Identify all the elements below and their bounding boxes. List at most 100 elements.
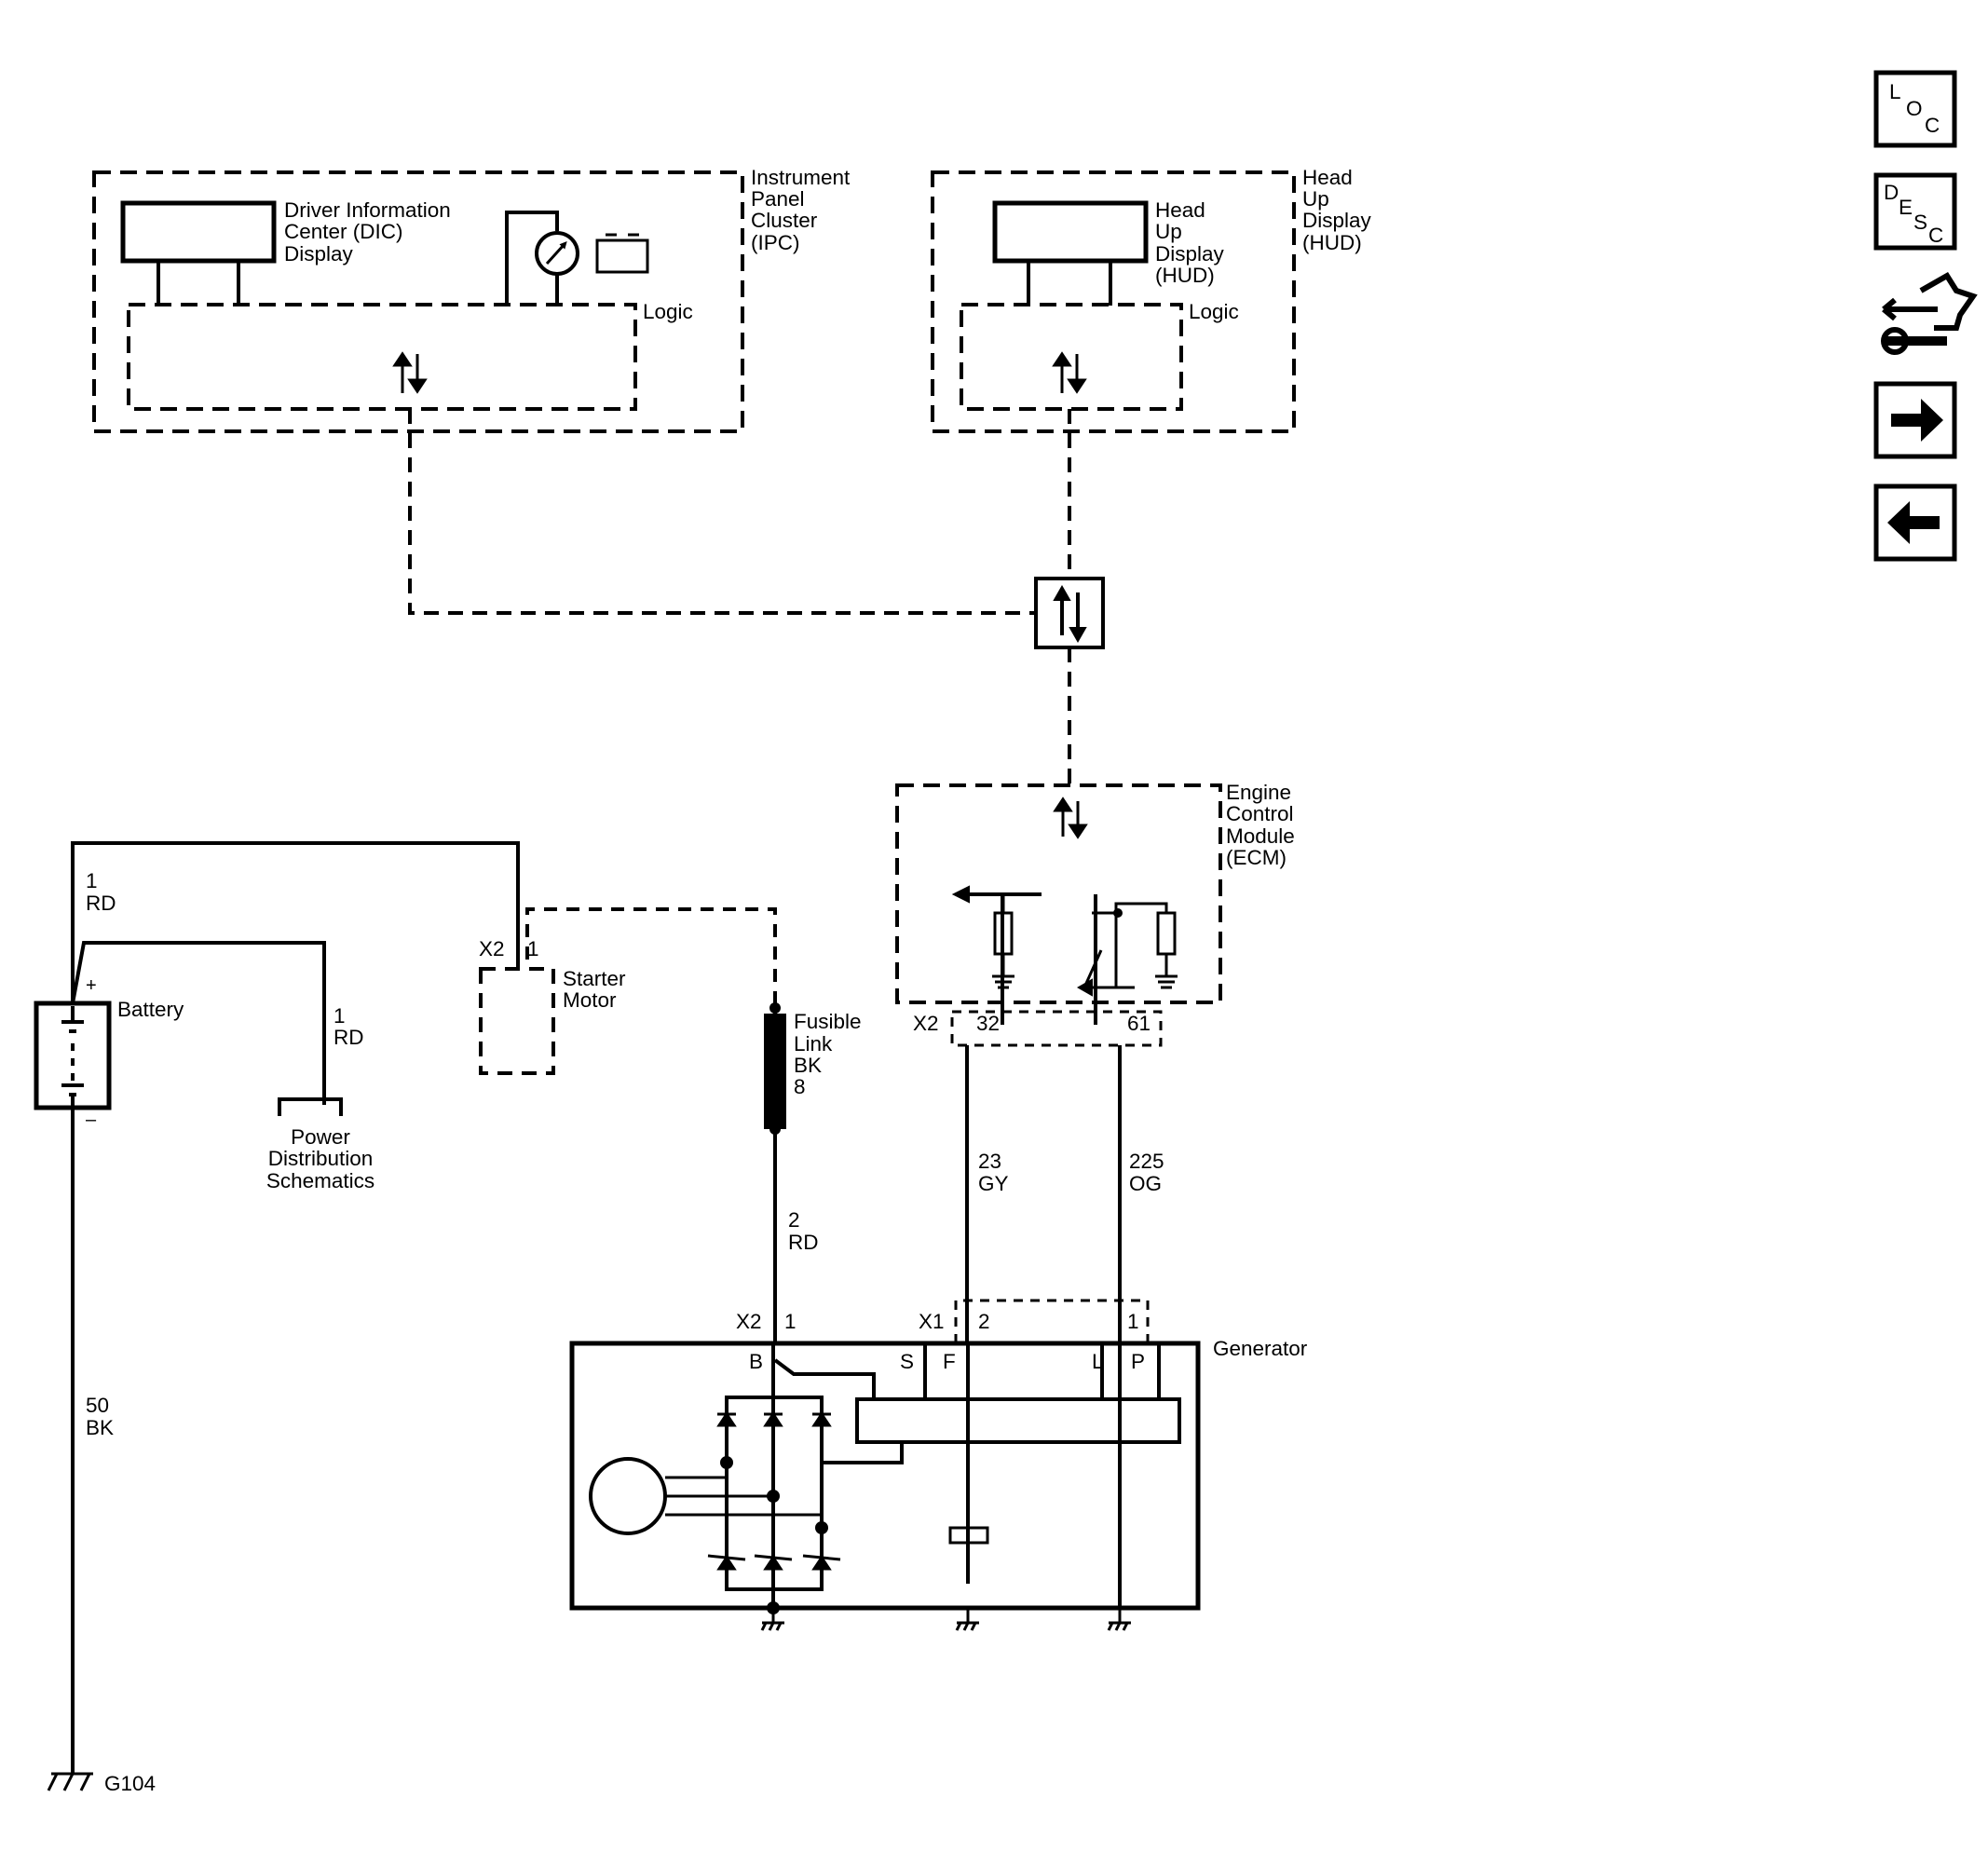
svg-text:E: E (1899, 196, 1913, 219)
fusible-link-label-line: Link (794, 1032, 833, 1055)
diagnostic-tools-icon (1881, 271, 1978, 355)
serial-data-splice (1034, 577, 1105, 649)
starter-connector-label: X2 (479, 937, 505, 960)
ecm-title-line: Control (1226, 802, 1294, 825)
generator-control-wires (954, 1045, 1150, 1343)
previous-page-button[interactable] (1873, 483, 1957, 562)
generator (569, 1341, 1201, 1614)
dic-label-line: Center (DIC) (284, 220, 403, 243)
hud-title-line: Display (1302, 209, 1372, 232)
ground-label: G104 (104, 1772, 156, 1795)
wire-circuit-label: 2 (788, 1208, 800, 1232)
wire-circuit-label: 50 (86, 1394, 109, 1417)
hud-logic-label: Logic (1189, 300, 1239, 323)
power-distribution-link[interactable]: Power (291, 1125, 350, 1149)
ecm-title-line: (ECM) (1226, 846, 1287, 869)
previous-page-icon (1887, 501, 1940, 544)
hud-title-line: (HUD) (1302, 231, 1362, 254)
wire-color-label: OG (1129, 1172, 1162, 1195)
ipc-title-line: Panel (751, 187, 805, 211)
ipc-serial-data-arrows (392, 351, 428, 394)
wire-circuit-label: 23 (978, 1150, 1001, 1173)
wire-color-label: RD (788, 1231, 819, 1254)
battery-ground-wire (47, 1108, 93, 1791)
ecm-title-line: Module (1226, 824, 1295, 848)
generator-terminal-label: P (1131, 1350, 1145, 1373)
generator-label: Generator (1213, 1337, 1308, 1360)
ipc-title-line: Cluster (751, 209, 818, 232)
battery (34, 1001, 112, 1110)
generator-pin-label: 2 (978, 1310, 990, 1333)
battery-label: Battery (117, 998, 184, 1021)
wire-color-label: GY (978, 1172, 1009, 1195)
starter-label-line: Motor (563, 988, 617, 1012)
dic-label-line: Display (284, 242, 354, 266)
ecm-pin-label: 61 (1127, 1012, 1151, 1035)
head-up-display (931, 170, 1296, 433)
serial-data-bus (408, 409, 1071, 784)
svg-text:C: C (1928, 224, 1943, 247)
svg-text:C: C (1925, 114, 1940, 137)
wire-circuit-label: 1 (334, 1004, 346, 1028)
hud-title-line: Up (1302, 187, 1329, 211)
wire-color-label: RD (86, 892, 116, 915)
starter-pin-label: 1 (527, 937, 539, 960)
ecm-connector-label: X2 (913, 1012, 939, 1035)
generator-pin-label: 1 (1127, 1310, 1139, 1333)
navigation-panel: L O C D E S C (1873, 70, 1978, 562)
power-distribution-link[interactable]: Distribution (268, 1147, 374, 1170)
power-distribution-link[interactable]: Schematics (266, 1169, 374, 1192)
engine-control-module (895, 783, 1222, 1047)
rectifier-diodes (665, 1411, 841, 1571)
starter-motor (479, 907, 777, 1075)
hud-display-label-line: Head (1155, 198, 1205, 222)
battery-warning-icon (595, 233, 649, 274)
generator-terminal-label: B (749, 1350, 763, 1373)
wire-circuit-label: 1 (86, 869, 98, 892)
gauge-icon (505, 211, 579, 306)
description-button[interactable]: D E S C (1873, 172, 1957, 251)
ipc-logic-label: Logic (643, 300, 693, 323)
fusible-link-label-line: 8 (794, 1075, 806, 1098)
generator-pin-label: 1 (784, 1310, 797, 1333)
next-page-icon (1891, 399, 1943, 442)
ipc-title-line: Instrument (751, 166, 851, 189)
ground-icon (47, 1772, 93, 1791)
description-icon: D (1884, 181, 1899, 204)
svg-text:S: S (1913, 211, 1927, 234)
wire-color-label: BK (86, 1416, 114, 1439)
fusible-link (764, 1002, 786, 1343)
instrument-panel-cluster (92, 170, 744, 433)
dic-label-line: Driver Information (284, 198, 451, 222)
generator-terminal-label: L (1092, 1350, 1104, 1373)
ipc-title-line: (IPC) (751, 231, 800, 254)
generator-connector-label: X2 (736, 1310, 762, 1333)
starter-label-line: Starter (563, 967, 626, 990)
hud-display-label-line: (HUD) (1155, 264, 1215, 287)
wire-circuit-label: 225 (1129, 1150, 1164, 1173)
hud-serial-data-arrows (1052, 351, 1087, 394)
battery-positive-wires (71, 841, 520, 1116)
battery-plus-label: + (86, 975, 97, 996)
fusible-link-label-line: BK (794, 1054, 822, 1077)
component-locator-icon: L (1889, 80, 1901, 103)
ground-icon (1155, 974, 1178, 989)
fusible-link-label-line: Fusible (794, 1010, 862, 1033)
hud-display-label-line: Display (1155, 242, 1225, 266)
generator-connector-label: X1 (919, 1310, 945, 1333)
svg-text:O: O (1906, 97, 1923, 120)
next-page-button[interactable] (1873, 381, 1957, 459)
ground-icon (992, 974, 1014, 989)
generator-terminal-label: S (900, 1350, 914, 1373)
hud-display-label-line: Up (1155, 220, 1182, 243)
generator-terminal-label: F (943, 1350, 956, 1373)
ecm-pin-label: 32 (976, 1012, 1000, 1035)
hud-title-line: Head (1302, 166, 1353, 189)
battery-minus-label: – (86, 1110, 97, 1130)
ecm-serial-data-arrows (1053, 797, 1088, 839)
diagnostic-tools-button[interactable] (1881, 271, 1978, 355)
generator-grounds (760, 1608, 1131, 1631)
component-locator-button[interactable]: L O C (1873, 70, 1957, 148)
ecm-title-line: Engine (1226, 781, 1291, 804)
